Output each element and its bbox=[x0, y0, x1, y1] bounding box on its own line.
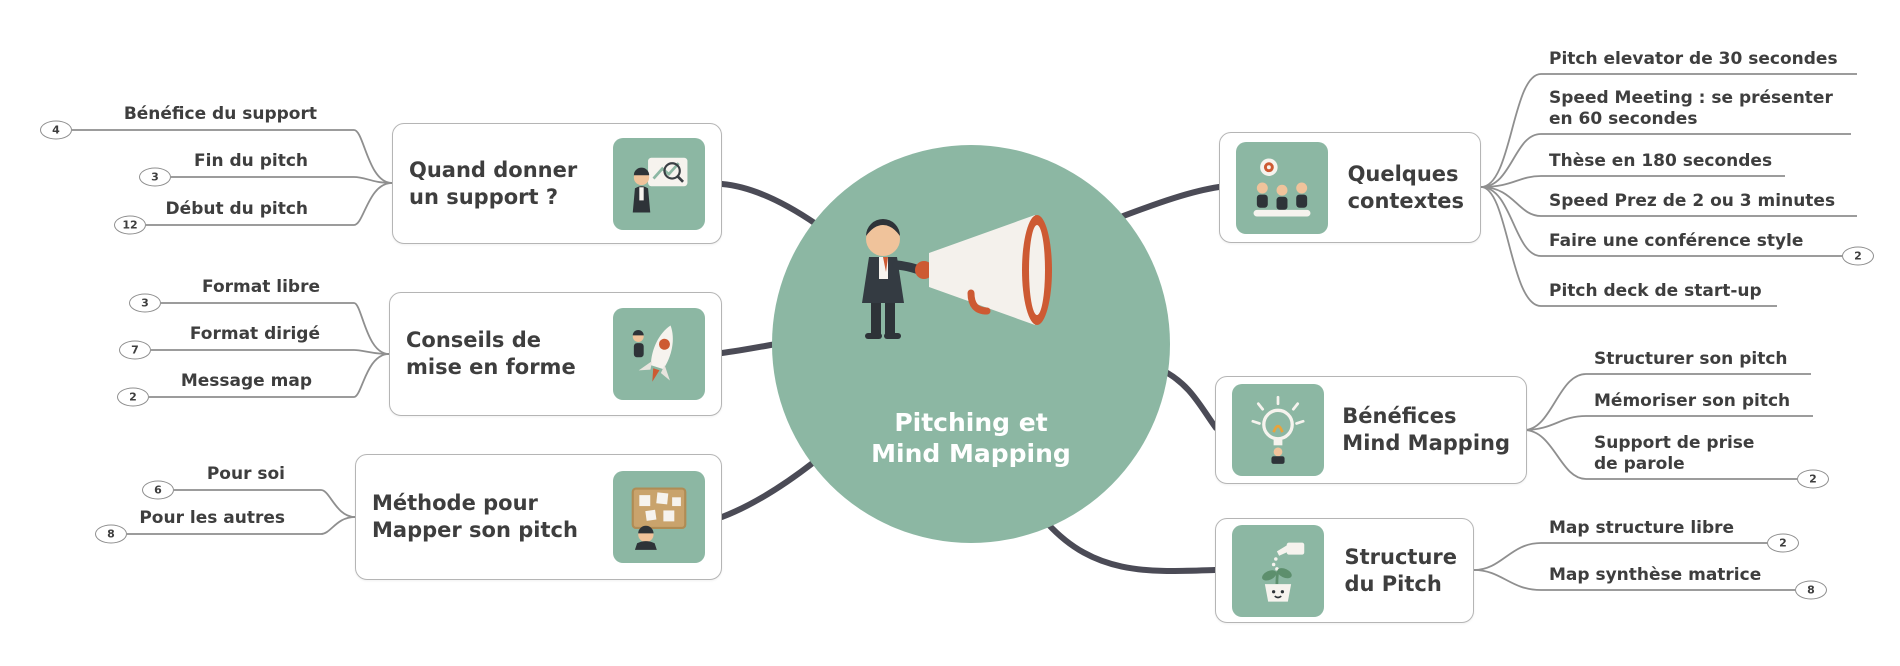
lightbulb-icon bbox=[1232, 384, 1324, 476]
leaf-speed-prez[interactable]: Speed Prez de 2 ou 3 minutes bbox=[1549, 191, 1836, 211]
collapsed-count-badge[interactable]: 12 bbox=[114, 215, 146, 235]
leaf-pitch-elevator[interactable]: Pitch elevator de 30 secondes bbox=[1549, 49, 1838, 69]
topic-title: Quelques contextes bbox=[1347, 161, 1464, 213]
leaf-speed-meeting[interactable]: Speed Meeting : se présenter en 60 secon… bbox=[1549, 88, 1833, 129]
topic-conseils-de-mise-en-forme[interactable]: Conseils de mise en forme bbox=[389, 292, 722, 416]
leaf-map-synthese-matrice[interactable]: Map synthèse matrice bbox=[1549, 565, 1762, 585]
topic-title: Structure du Pitch bbox=[1344, 544, 1457, 596]
presentation-icon bbox=[613, 137, 705, 230]
plant-icon bbox=[1232, 524, 1324, 617]
rocket-icon bbox=[613, 308, 705, 400]
central-topic[interactable]: Pitching et Mind Mapping bbox=[772, 145, 1170, 543]
topic-title: Quand donner un support ? bbox=[409, 157, 578, 209]
collapsed-count-badge[interactable]: 8 bbox=[95, 524, 127, 544]
leaf-fin-du-pitch[interactable]: Fin du pitch bbox=[194, 151, 308, 171]
collapsed-count-badge[interactable]: 2 bbox=[1767, 533, 1799, 553]
topic-structure-du-pitch[interactable]: Structure du Pitch bbox=[1215, 518, 1474, 623]
leaf-format-dirige[interactable]: Format dirigé bbox=[189, 324, 320, 344]
pinboard-icon bbox=[613, 471, 705, 563]
central-topic-title: Pitching et Mind Mapping bbox=[871, 408, 1071, 468]
collapsed-count-badge[interactable]: 2 bbox=[1842, 246, 1874, 266]
topic-title: Bénéfices Mind Mapping bbox=[1342, 404, 1510, 455]
topic-title: Méthode pour Mapper son pitch bbox=[372, 491, 578, 542]
leaf-conference-style[interactable]: Faire une conférence style bbox=[1549, 231, 1804, 251]
leaf-pitch-deck-startup[interactable]: Pitch deck de start-up bbox=[1549, 281, 1762, 301]
collapsed-count-badge[interactable]: 8 bbox=[1795, 580, 1827, 600]
leaf-debut-du-pitch[interactable]: Début du pitch bbox=[165, 199, 308, 219]
topic-benefices-mind-mapping[interactable]: Bénéfices Mind Mapping bbox=[1215, 376, 1527, 484]
leaf-structurer-son-pitch[interactable]: Structurer son pitch bbox=[1594, 349, 1788, 369]
leaf-format-libre[interactable]: Format libre bbox=[202, 277, 320, 297]
collapsed-count-badge[interactable]: 4 bbox=[40, 120, 72, 140]
megaphone-illustration bbox=[821, 193, 1121, 363]
leaf-these-180-secondes[interactable]: Thèse en 180 secondes bbox=[1549, 151, 1773, 171]
leaf-pour-les-autres[interactable]: Pour les autres bbox=[139, 508, 285, 528]
leaf-message-map[interactable]: Message map bbox=[180, 371, 312, 391]
topic-quand-donner-un-support[interactable]: Quand donner un support ? bbox=[392, 123, 722, 244]
leaf-pour-soi[interactable]: Pour soi bbox=[206, 464, 285, 484]
collapsed-count-badge[interactable]: 3 bbox=[129, 293, 161, 313]
collapsed-count-badge[interactable]: 7 bbox=[119, 340, 151, 360]
topic-quelques-contextes[interactable]: Quelques contextes bbox=[1219, 132, 1481, 243]
leaf-support-prise-parole[interactable]: Support de prise de parole bbox=[1594, 433, 1755, 474]
meeting-icon bbox=[1236, 141, 1328, 234]
leaf-benefice-du-support[interactable]: Bénéfice du support bbox=[123, 104, 317, 124]
leaf-memoriser-son-pitch[interactable]: Mémoriser son pitch bbox=[1594, 391, 1791, 411]
collapsed-count-badge[interactable]: 2 bbox=[117, 387, 149, 407]
collapsed-count-badge[interactable]: 3 bbox=[139, 167, 171, 187]
topic-title: Conseils de mise en forme bbox=[406, 328, 576, 379]
collapsed-count-badge[interactable]: 6 bbox=[142, 480, 174, 500]
topic-methode-pour-mapper-son-pitch[interactable]: Méthode pour Mapper son pitch bbox=[355, 454, 722, 580]
collapsed-count-badge[interactable]: 2 bbox=[1797, 469, 1829, 489]
leaf-map-structure-libre[interactable]: Map structure libre bbox=[1549, 518, 1735, 538]
